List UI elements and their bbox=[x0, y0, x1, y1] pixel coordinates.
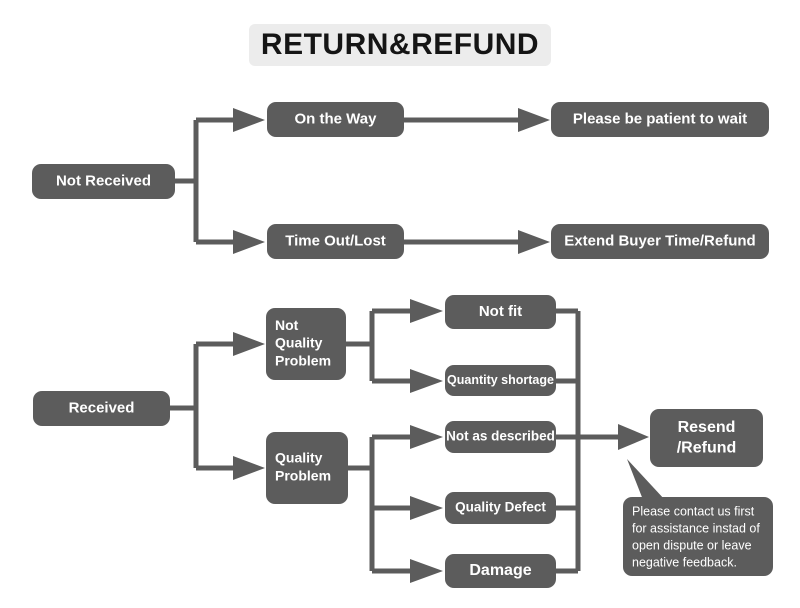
node-box-quality-defect bbox=[445, 492, 556, 524]
node-label-damage: Damage bbox=[469, 562, 531, 579]
node-box-received bbox=[33, 391, 170, 426]
edges-not-received bbox=[175, 108, 550, 254]
node-not-received[interactable]: Not Received bbox=[32, 164, 175, 199]
node-label-received: Received bbox=[69, 399, 135, 416]
node-box-damage bbox=[445, 554, 556, 588]
node-label-quality-problem-line-1: Quality bbox=[275, 450, 323, 466]
node-label-resend-refund-line-1: Resend bbox=[678, 419, 736, 436]
callout-line-4: negative feedback. bbox=[632, 555, 737, 569]
callout-line-2: for assistance instad of bbox=[632, 521, 760, 535]
node-box-not-quality-problem bbox=[266, 308, 346, 380]
node-label-not-received: Not Received bbox=[56, 172, 151, 189]
arrowhead-on-the-way bbox=[233, 108, 265, 132]
node-box-time-out-lost bbox=[267, 224, 404, 259]
node-label-not-quality-problem-line-1: Not bbox=[275, 317, 299, 333]
node-box-not-received bbox=[32, 164, 175, 199]
node-box-extend-buyer-time-refund bbox=[551, 224, 769, 259]
node-label-on-the-way: On the Way bbox=[295, 110, 378, 127]
node-box-resend-refund bbox=[650, 409, 763, 467]
title-text: RETURN&REFUND bbox=[261, 28, 539, 61]
node-box-on-the-way bbox=[267, 102, 404, 137]
node-box-not-as-described bbox=[445, 421, 556, 453]
title-background bbox=[249, 24, 551, 66]
flowchart-nodes: Not Received On the Way Please be patient … bbox=[32, 102, 769, 588]
edges-not-quality-problem bbox=[346, 299, 443, 393]
node-on-the-way[interactable]: On the Way bbox=[267, 102, 404, 137]
callout-line-3: open dispute or leave bbox=[632, 538, 752, 552]
arrowhead-not-as-described bbox=[410, 425, 443, 449]
node-quality-defect[interactable]: Quality Defect bbox=[445, 492, 556, 524]
arrowhead-quality-problem bbox=[233, 456, 265, 480]
node-received[interactable]: Received bbox=[33, 391, 170, 426]
node-box-not-fit bbox=[445, 295, 556, 329]
node-not-as-described[interactable]: Not as described bbox=[445, 421, 556, 453]
node-label-please-be-patient-to-wait: Please be patient to wait bbox=[573, 110, 747, 127]
node-resend-refund[interactable]: Resend/Refund bbox=[650, 409, 763, 467]
node-please-be-patient-to-wait[interactable]: Please be patient to wait bbox=[551, 102, 769, 137]
node-quantity-shortage[interactable]: Quantity shortage bbox=[445, 365, 556, 396]
node-label-quantity-shortage: Quantity shortage bbox=[447, 373, 554, 387]
edges-merge-to-resend bbox=[556, 308, 649, 574]
node-label-quality-problem-line-2: Problem bbox=[275, 468, 331, 484]
arrowhead-quality-defect bbox=[410, 496, 443, 520]
arrowhead-not-quality-problem bbox=[233, 332, 265, 356]
node-time-out-lost[interactable]: Time Out/Lost bbox=[267, 224, 404, 259]
node-box-quality-problem bbox=[266, 432, 348, 504]
edges-received bbox=[170, 332, 265, 480]
callout-line-1: Please contact us first bbox=[632, 504, 755, 518]
node-label-quality-defect: Quality Defect bbox=[455, 500, 546, 515]
callout-background bbox=[623, 497, 773, 576]
node-label-time-out-lost: Time Out/Lost bbox=[285, 232, 386, 249]
contact-us-callout: Please contact us first for assistance i… bbox=[623, 497, 773, 576]
node-label-not-fit: Not fit bbox=[479, 303, 522, 320]
arrowhead-not-fit bbox=[410, 299, 443, 323]
node-box-quantity-shortage bbox=[445, 365, 556, 396]
node-not-fit[interactable]: Not fit bbox=[445, 295, 556, 329]
page-title: RETURN&REFUND bbox=[249, 24, 551, 66]
node-damage[interactable]: Damage bbox=[445, 554, 556, 588]
arrowhead-please-be-patient bbox=[518, 108, 550, 132]
arrowhead-damage bbox=[410, 559, 443, 583]
arrowhead-time-out-lost bbox=[233, 230, 265, 254]
arrowhead-resend-refund bbox=[618, 424, 649, 450]
arrowhead-quantity-shortage bbox=[410, 369, 443, 393]
edges-quality-problem bbox=[348, 425, 443, 583]
node-label-resend-refund-line-2: /Refund bbox=[677, 439, 737, 456]
node-label-not-quality-problem-line-2: Quality bbox=[275, 335, 323, 351]
node-label-extend-buyer-time-refund: Extend Buyer Time/Refund bbox=[564, 232, 755, 249]
node-label-not-as-described: Not as described bbox=[446, 429, 555, 444]
node-label-not-quality-problem-line-3: Problem bbox=[275, 353, 331, 369]
node-extend-buyer-time-refund[interactable]: Extend Buyer Time/Refund bbox=[551, 224, 769, 259]
arrowhead-extend-buyer-time bbox=[518, 230, 550, 254]
node-box-please-be-patient-to-wait bbox=[551, 102, 769, 137]
